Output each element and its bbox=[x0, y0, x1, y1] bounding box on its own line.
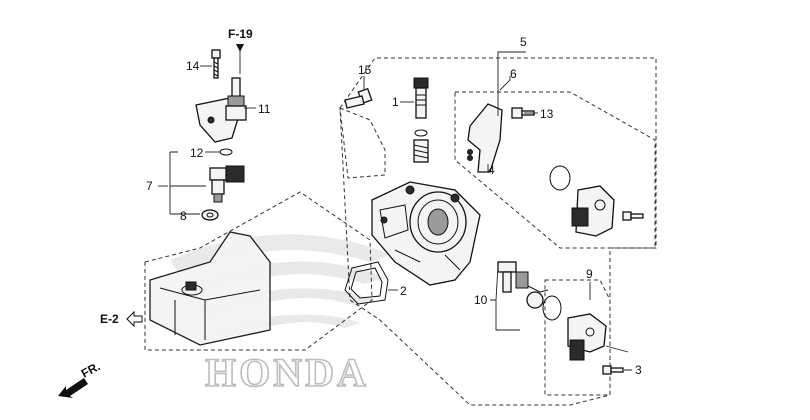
callout-11[interactable]: 11 bbox=[258, 102, 271, 116]
callout-10[interactable]: 10 bbox=[474, 293, 488, 307]
callout-6[interactable]: 6 bbox=[510, 67, 517, 81]
sensor-9[interactable] bbox=[567, 313, 607, 361]
assembly-6-outline bbox=[454, 91, 656, 249]
sensor-screw[interactable] bbox=[622, 211, 644, 221]
reference-e2[interactable]: E-2 bbox=[100, 310, 143, 328]
reference-e2-label: E-2 bbox=[100, 312, 119, 326]
callout-14[interactable]: 14 bbox=[186, 59, 200, 73]
bolt-15[interactable] bbox=[344, 87, 373, 109]
callout-9[interactable]: 9 bbox=[586, 267, 593, 281]
assembly-5-outline bbox=[339, 57, 657, 406]
callout-1[interactable]: 1 bbox=[392, 95, 399, 109]
fuel-pipe-joint-11[interactable] bbox=[195, 77, 247, 143]
idle-valve-10[interactable] bbox=[497, 261, 562, 321]
callout-7[interactable]: 7 bbox=[146, 179, 153, 193]
callout-15[interactable]: 15 bbox=[358, 63, 372, 77]
callouts: 1 2 3 4 5 6 7 8 9 10 11 12 13 14 15 bbox=[146, 35, 642, 377]
reference-f19[interactable]: F-19 bbox=[228, 27, 253, 52]
injector-7[interactable] bbox=[209, 165, 245, 203]
callout-3[interactable]: 3 bbox=[635, 363, 642, 377]
seal-ring-8[interactable] bbox=[201, 209, 219, 221]
o-ring-12[interactable] bbox=[219, 148, 233, 156]
gasket-2[interactable] bbox=[344, 261, 389, 305]
front-label: FR. bbox=[79, 359, 103, 380]
throttle-position-sensor[interactable] bbox=[571, 185, 615, 237]
assembly-9-outline bbox=[544, 279, 611, 396]
callout-4[interactable]: 4 bbox=[488, 163, 495, 177]
valve-1[interactable] bbox=[413, 77, 429, 163]
callout-13[interactable]: 13 bbox=[540, 107, 554, 121]
callout-8[interactable]: 8 bbox=[180, 209, 187, 223]
leader-lines bbox=[158, 44, 632, 371]
intake-manifold[interactable] bbox=[149, 231, 271, 346]
callout-12[interactable]: 12 bbox=[190, 146, 204, 160]
throttle-body-assembly[interactable] bbox=[371, 181, 481, 286]
reference-e2-arrow bbox=[126, 310, 143, 328]
callout-2[interactable]: 2 bbox=[400, 284, 407, 298]
front-direction-indicator: FR. bbox=[58, 359, 102, 398]
bolt-14[interactable] bbox=[211, 49, 221, 79]
manifold-outline bbox=[144, 191, 373, 351]
screw-3[interactable] bbox=[602, 365, 624, 375]
reference-f19-label: F-19 bbox=[228, 27, 253, 41]
front-arrow-icon bbox=[58, 378, 88, 398]
honda-wordmark: HONDA bbox=[205, 350, 369, 395]
o-ring-large[interactable] bbox=[549, 165, 571, 191]
bracket-4[interactable] bbox=[467, 103, 503, 173]
callout-5[interactable]: 5 bbox=[520, 35, 527, 49]
injector-group-outline bbox=[339, 107, 386, 179]
